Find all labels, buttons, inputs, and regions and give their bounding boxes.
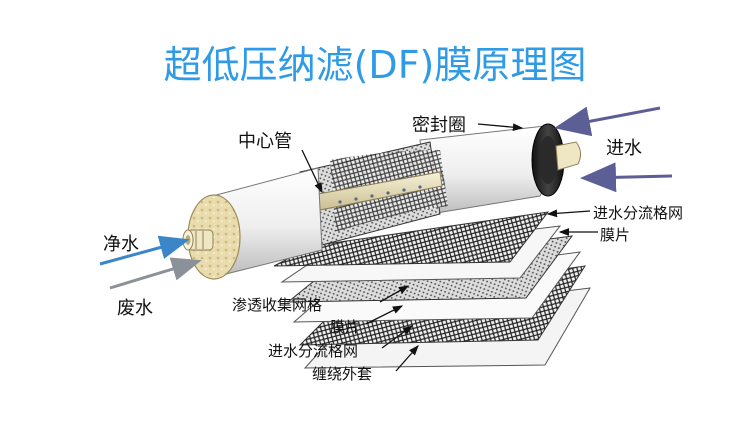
label-permeate-spacer: 渗透收集网格 [232,296,323,314]
leader-center-tube [301,149,323,194]
label-water-in: 进水 [606,138,642,159]
label-seal-ring: 密封圈 [412,115,466,136]
leader-membrane-bottom [365,305,404,325]
leader-inlet-spacer-right [546,209,591,218]
leader-outer-wrap [395,345,419,372]
label-pure-water: 净水 [103,234,139,255]
leader-seal-ring [477,123,524,132]
permeate-outlet-tube [182,229,214,251]
label-inlet-spacer-right: 进水分流格网 [593,204,684,222]
leader-permeate-spacer [379,285,410,303]
label-waste-water: 废水 [117,298,153,319]
label-membrane-bottom: 膜片 [330,318,361,336]
inlet-arrow-top [554,106,661,137]
label-center-tube: 中心管 [238,131,292,152]
membrane-element-body [182,123,582,280]
label-outer-wrap: 缠绕外套 [312,365,373,383]
label-inlet-spacer-bottom: 进水分流格网 [268,342,359,360]
waste-water-arrow [109,257,202,290]
pure-water-arrow [99,235,190,266]
leader-inlet-spacer-bottom [381,325,414,349]
page-title: 超低压纳滤(DF)膜原理图 [163,43,587,87]
inlet-arrow-bottom [580,162,673,193]
inlet-nozzle [555,141,582,171]
label-membrane-right: 膜片 [600,226,631,244]
